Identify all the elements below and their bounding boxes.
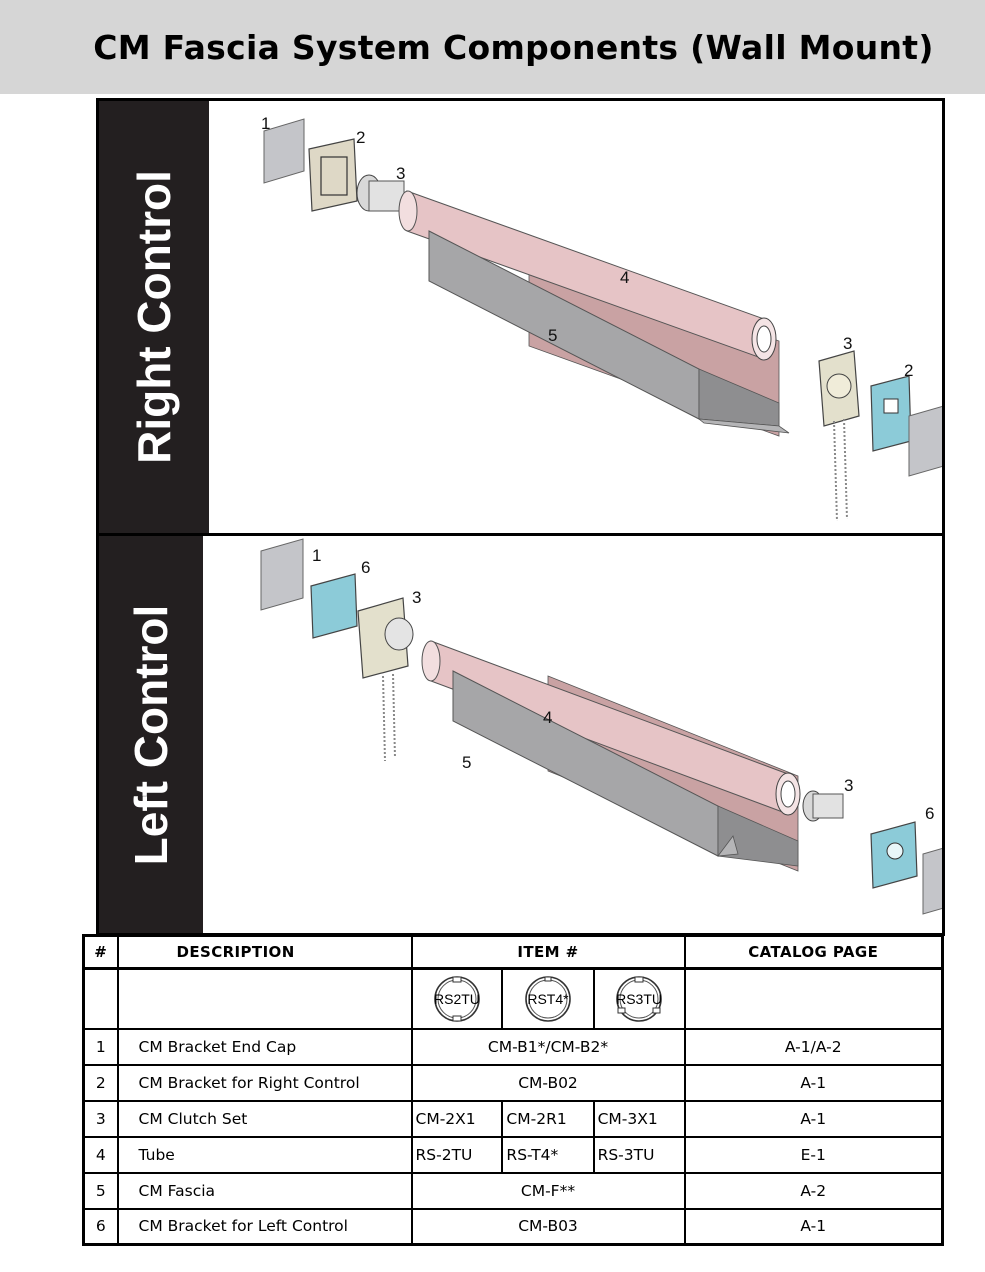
row-item: CM-2R1 [501,1099,595,1138]
right-control-label: Right Control [128,170,180,464]
callout-4: 4 [543,708,552,727]
profile-label: RS3TU [616,990,662,1007]
bracket-part [308,138,358,212]
left-bracket-part [310,573,358,639]
row-item: RS-3TU [592,1135,686,1174]
header-num: # [82,934,119,970]
row-num: 6 [82,1207,119,1246]
row-description: Tube [116,1135,413,1174]
left-control-diagram: 1 6 3 4 5 3 6 1 [203,536,942,933]
callout-2: 2 [356,128,365,147]
row-description: CM Fascia [116,1171,413,1210]
row-catalog: A-1 [683,1207,944,1246]
profile-row: RS2TU RST4* RS3TU [82,967,944,1030]
end-cap-part [263,118,305,184]
title-bar: CM Fascia System Components (Wall Mount) [0,0,985,94]
components-table: # DESCRIPTION ITEM # CATALOG PAGE RS2TU … [82,934,944,1246]
callout-3-right: 3 [844,776,853,795]
right-control-diagram: 1 2 3 4 5 3 2 1 [209,101,942,533]
row-item: RS-T4* [501,1135,595,1174]
tube-profile-icon: RST4* [518,972,578,1026]
callout-3: 3 [396,164,405,183]
row-description: CM Bracket for Left Control [116,1207,413,1246]
row-catalog: A-1 [683,1099,944,1138]
row-description: CM Bracket End Cap [116,1027,413,1066]
row-item: CM-B02 [410,1063,686,1102]
profile-cell: RS2TU [410,967,504,1030]
row-item: RS-2TU [410,1135,504,1174]
table-header-row: # DESCRIPTION ITEM # CATALOG PAGE [82,934,944,970]
left-control-panel: Left Control [96,536,945,936]
page-title: CM Fascia System Components (Wall Mount) [93,28,934,67]
callout-2-right: 2 [904,361,913,380]
right-end-cap-part [908,405,942,477]
profile-cell: RST4* [501,967,595,1030]
header-item: ITEM # [410,934,686,970]
callout-4: 4 [620,268,629,287]
table-row: 1 CM Bracket End Cap CM-B1*/CM-B2* A-1/A… [82,1027,944,1066]
row-catalog: E-1 [683,1135,944,1174]
header-description: DESCRIPTION [116,934,413,970]
row-description: CM Bracket for Right Control [116,1063,413,1102]
callout-3-right: 3 [843,334,852,353]
table-row: 6 CM Bracket for Left Control CM-B03 A-1 [82,1207,944,1246]
header-catalog: CATALOG PAGE [683,934,944,970]
row-item: CM-F** [410,1171,686,1210]
row-num: 3 [82,1099,119,1138]
row-item: CM-B1*/CM-B2* [410,1027,686,1066]
profile-label: RST4* [527,990,569,1007]
right-control-panel: Right Control [96,98,945,536]
row-catalog: A-1 [683,1063,944,1102]
table-row: 3 CM Clutch Set CM-2X1 CM-2R1 CM-3X1 A-1 [82,1099,944,1138]
table-row: 5 CM Fascia CM-F** A-2 [82,1171,944,1210]
tube-profile-icon: RS3TU [609,972,669,1026]
left-control-label: Left Control [125,604,177,865]
row-catalog: A-1/A-2 [683,1027,944,1066]
callout-1: 1 [312,546,321,565]
row-item: CM-3X1 [592,1099,686,1138]
right-control-label-bar: Right Control [99,101,209,533]
row-item: CM-2X1 [410,1099,504,1138]
row-catalog: A-2 [683,1171,944,1210]
row-num: 2 [82,1063,119,1102]
row-num: 1 [82,1027,119,1066]
callout-3: 3 [412,588,421,607]
callout-6-right: 6 [925,804,934,823]
table-row: 4 Tube RS-2TU RS-T4* RS-3TU E-1 [82,1135,944,1174]
left-control-label-bar: Left Control [99,536,203,933]
callout-6: 6 [361,558,370,577]
row-description: CM Clutch Set [116,1099,413,1138]
right-control-exploded-view: 1 2 3 4 5 3 2 1 [261,114,942,522]
callout-1: 1 [261,114,270,133]
row-item: CM-B03 [410,1207,686,1246]
callout-5: 5 [462,753,471,772]
row-num: 4 [82,1135,119,1174]
end-cap-part [260,538,304,611]
profile-cell: RS3TU [592,967,686,1030]
profile-label: RS2TU [434,990,480,1007]
right-end-cap-part [922,847,942,915]
callout-5: 5 [548,326,557,345]
tube-profile-icon: RS2TU [427,972,487,1026]
left-control-exploded-view: 1 6 3 4 5 3 6 1 [260,538,942,915]
table-row: 2 CM Bracket for Right Control CM-B02 A-… [82,1063,944,1102]
row-num: 5 [82,1171,119,1210]
